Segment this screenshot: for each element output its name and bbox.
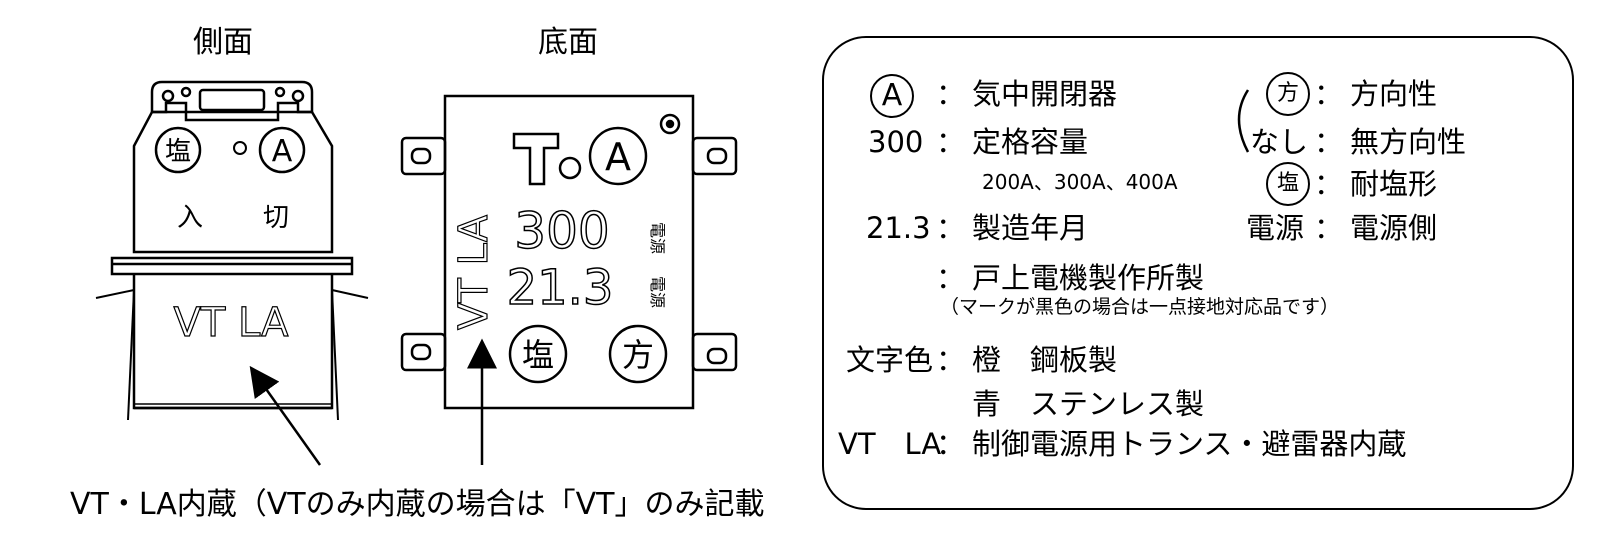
legend-symbol-rating: 300 [868, 125, 924, 159]
side-salt-mark-text: 塩 [165, 137, 191, 167]
legend-maker-note: （マークが黒色の場合は一点接地対応品です） [940, 296, 1340, 318]
legend-rating-sub: 200A、300A、400A [982, 170, 1178, 194]
legend-symbol-color: 文字色 [846, 343, 934, 377]
legend-sep-date: ： [936, 211, 966, 245]
bullseye-icon [659, 113, 681, 135]
hook-hole-left [161, 89, 175, 103]
legend-salt-symbol-icon: 塩 [1266, 162, 1310, 206]
legend-text-direction: 方向性 [1350, 77, 1438, 111]
legend-text-color-blue: 青 ステンレス製 [972, 387, 1205, 421]
bottom-date-text: 21.3 [507, 260, 614, 316]
side-view-drawing [95, 80, 369, 421]
upper-body [132, 110, 334, 254]
legend-text-maker: 戸上電機製作所製 [972, 261, 1205, 295]
side-view-heading: 側面 [193, 25, 253, 60]
legend-sep-color: ： [936, 343, 966, 377]
tab-left-top [400, 136, 447, 176]
vt-la-caption: VT・LA内蔵（VTのみ内蔵の場合は「VT」のみ記載 [70, 487, 765, 522]
bottom-side-text-2: 電源 [648, 276, 667, 308]
legend-text-air: 気中開閉器 [972, 77, 1118, 111]
tab-right-top [691, 136, 738, 176]
side-air-mark-text: A [272, 134, 293, 169]
legend-air-symbol-icon: A [870, 74, 914, 118]
legend-sep-salt: ： [1314, 167, 1344, 201]
legend-symbol-date: 21.3 [866, 211, 931, 245]
hook-hole-right-2 [291, 89, 305, 103]
legend-text-rating: 定格容量 [972, 125, 1089, 159]
side-flange [110, 256, 354, 276]
switch-on-label: 入 [177, 203, 203, 233]
bottom-side-text-1: 電源 [648, 222, 667, 254]
legend-sep-maker: ： [936, 261, 966, 295]
bottom-salt-mark-icon [508, 324, 568, 384]
legend-direction-symbol-icon: 方 [1266, 72, 1310, 116]
side-salt-mark-icon [154, 126, 202, 174]
legend-text-salt: 耐塩形 [1350, 167, 1438, 201]
hook-bracket [150, 80, 314, 122]
legend-text-power: 電源側 [1350, 211, 1438, 245]
legend-symbol-vt-la: VT LA [838, 427, 942, 461]
legend-sep-rating: ： [936, 125, 966, 159]
bottom-air-mark-text: A [605, 135, 631, 179]
bottom-view-heading: 底面 [538, 25, 598, 60]
side-air-mark-icon [258, 126, 306, 174]
tab-right-bottom [691, 332, 738, 372]
switch-off-label: 切 [263, 203, 289, 233]
bottom-rating-text: 300 [514, 202, 609, 260]
legend-text-vt-la: 制御電源用トランス・避雷器内蔵 [972, 427, 1407, 461]
bottom-air-mark-icon [588, 126, 648, 186]
legend-text-date: 製造年月 [972, 211, 1089, 245]
legend-symbol-power: 電源 [1246, 211, 1305, 245]
legend-symbol-none: なし [1250, 125, 1309, 159]
bottom-direction-mark-icon [608, 324, 668, 384]
legend-sep-air: ： [936, 77, 966, 111]
legend-sep-none: ： [1314, 125, 1344, 159]
side-arrow [249, 365, 322, 466]
legend-sep-power: ： [1314, 211, 1344, 245]
maker-logo-icon [512, 132, 560, 186]
direction-bracket-icon [1237, 89, 1250, 153]
bottom-view-drawing [400, 94, 738, 410]
legend-sep-vt-la: ： [936, 427, 966, 461]
legend-text-none: 無方向性 [1350, 125, 1467, 159]
legend-text-color-orange: 橙 鋼板製 [972, 343, 1118, 377]
legend-sep-direction: ： [1314, 77, 1344, 111]
bottom-vt-la-text: VT LA [451, 214, 497, 330]
bottom-body [443, 94, 695, 410]
tab-left-bottom [400, 332, 447, 372]
bottom-salt-mark-text: 塩 [522, 336, 554, 374]
hook-slot [198, 88, 266, 112]
bottom-direction-mark-text: 方 [622, 336, 654, 374]
legend-box [822, 36, 1574, 510]
side-screw [233, 141, 247, 155]
hook-hole-right [274, 86, 286, 98]
side-vt-la-text: VT LA [173, 300, 289, 346]
hook-hole-left-2 [180, 86, 192, 98]
